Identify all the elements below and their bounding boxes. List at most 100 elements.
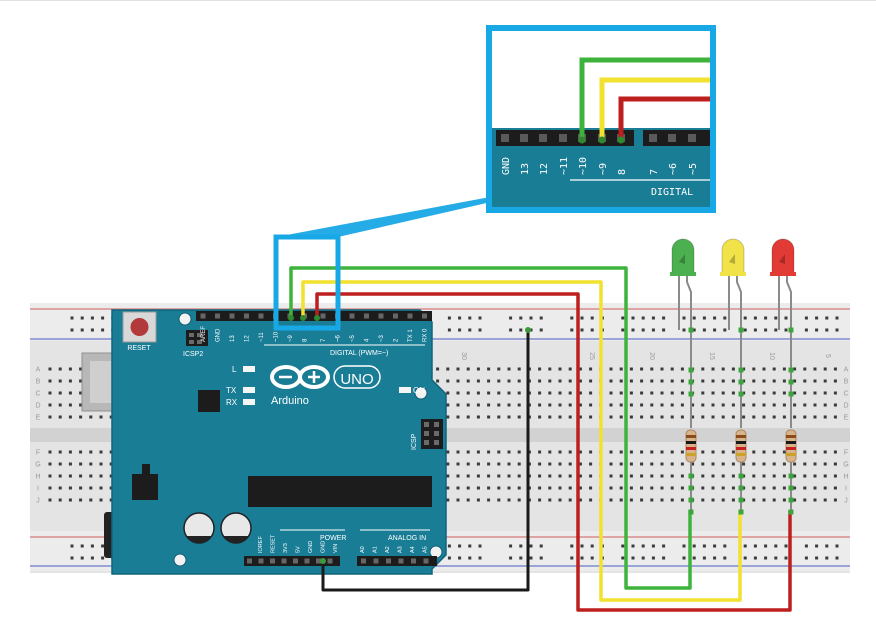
- breadboard-hole: [90, 544, 94, 548]
- breadboard-hole: [609, 391, 613, 395]
- breadboard-hole: [629, 474, 633, 478]
- breadboard-hole: [742, 367, 746, 371]
- breadboard-hole: [701, 498, 705, 502]
- breadboard-hole: [721, 474, 725, 478]
- breadboard-hole: [680, 462, 684, 466]
- breadboard-hole: [803, 450, 807, 454]
- breadboard-hole: [70, 316, 74, 320]
- digital-pin-label: 7: [321, 338, 327, 342]
- connected-hole: [788, 485, 794, 491]
- icsp2-header: [186, 330, 208, 346]
- zoom-inset-pin: [559, 134, 567, 142]
- breadboard-hole: [48, 474, 52, 478]
- row-letter: E: [844, 415, 849, 422]
- breadboard-hole: [784, 328, 788, 332]
- breadboard-hole: [762, 415, 766, 419]
- header-pin: [281, 558, 287, 564]
- breadboard-hole: [691, 415, 695, 419]
- on-label: ON: [413, 386, 425, 395]
- breadboard-hole: [721, 486, 725, 490]
- mounting-hole: [178, 312, 192, 326]
- breadboard-hole: [538, 391, 542, 395]
- breadboard-hole: [629, 415, 633, 419]
- breadboard-hole: [731, 498, 735, 502]
- breadboard-hole: [548, 474, 552, 478]
- breadboard-hole: [640, 391, 644, 395]
- breadboard-hole: [629, 379, 633, 383]
- breadboard-hole: [519, 544, 523, 548]
- breadboard-hole: [458, 328, 462, 332]
- breadboard-hole: [58, 379, 62, 383]
- breadboard-hole: [784, 316, 788, 320]
- black-wire-end: [320, 558, 326, 564]
- column-number: 25: [588, 352, 595, 360]
- breadboard-hole: [731, 403, 735, 407]
- led-yellow: [721, 238, 745, 276]
- breadboard-hole: [476, 474, 480, 478]
- breadboard-hole: [507, 415, 511, 419]
- zoom-wire-end: [578, 136, 586, 144]
- breadboard-hole: [833, 391, 837, 395]
- breadboard-hole: [650, 415, 654, 419]
- breadboard-hole: [578, 367, 582, 371]
- breadboard-hole: [813, 474, 817, 478]
- arduino-brand-text: Arduino: [271, 395, 309, 407]
- breadboard-hole: [619, 498, 623, 502]
- digital-pin-label: 4: [365, 338, 371, 342]
- breadboard-hole: [721, 391, 725, 395]
- digital-pin-label: 2: [394, 338, 400, 342]
- breadboard-hole: [89, 498, 93, 502]
- breadboard-hole: [711, 498, 715, 502]
- breadboard-hole: [711, 391, 715, 395]
- breadboard-hole: [558, 474, 562, 478]
- breadboard-hole: [517, 403, 521, 407]
- breadboard-hole: [539, 328, 543, 332]
- header-pin: [373, 558, 379, 564]
- breadboard-hole: [823, 367, 827, 371]
- breadboard-hole: [774, 544, 778, 548]
- breadboard-hole: [782, 450, 786, 454]
- breadboard-hole: [580, 316, 584, 320]
- resistor: [735, 429, 747, 463]
- breadboard-hole: [538, 498, 542, 502]
- breadboard-hole: [641, 556, 645, 560]
- zoom-inset-pin: [688, 134, 696, 142]
- connected-hole: [688, 509, 694, 515]
- reset-button-cap[interactable]: [130, 318, 149, 336]
- breadboard-hole: [833, 498, 837, 502]
- breadboard-hole: [670, 462, 674, 466]
- breadboard-hole: [793, 379, 797, 383]
- breadboard-hole: [762, 403, 766, 407]
- breadboard-hole: [558, 403, 562, 407]
- connected-hole: [788, 497, 794, 503]
- breadboard-hole: [833, 403, 837, 407]
- breadboard-hole: [507, 486, 511, 490]
- breadboard-hole: [762, 450, 766, 454]
- breadboard-hole: [772, 379, 776, 383]
- breadboard-hole: [458, 316, 462, 320]
- header-pin: [293, 558, 298, 564]
- breadboard-hole: [538, 367, 542, 371]
- breadboard-hole: [507, 462, 511, 466]
- breadboard-hole: [631, 328, 635, 332]
- breadboard-hole: [456, 379, 460, 383]
- breadboard-hole: [487, 403, 491, 407]
- breadboard-hole: [487, 462, 491, 466]
- breadboard-hole: [101, 316, 105, 320]
- breadboard-hole: [446, 379, 450, 383]
- breadboard-hole: [578, 486, 582, 490]
- breadboard-hole: [835, 556, 839, 560]
- breadboard-hole: [570, 328, 574, 332]
- breadboard-hole: [640, 450, 644, 454]
- breadboard-hole: [509, 316, 513, 320]
- breadboard-hole: [813, 450, 817, 454]
- breadboard-hole: [721, 498, 725, 502]
- breadboard-hole: [589, 391, 593, 395]
- breadboard-hole: [641, 544, 645, 548]
- breadboard-hole: [823, 403, 827, 407]
- row-letter: H: [843, 474, 848, 481]
- header-pin: [378, 313, 384, 319]
- breadboard-hole: [619, 462, 623, 466]
